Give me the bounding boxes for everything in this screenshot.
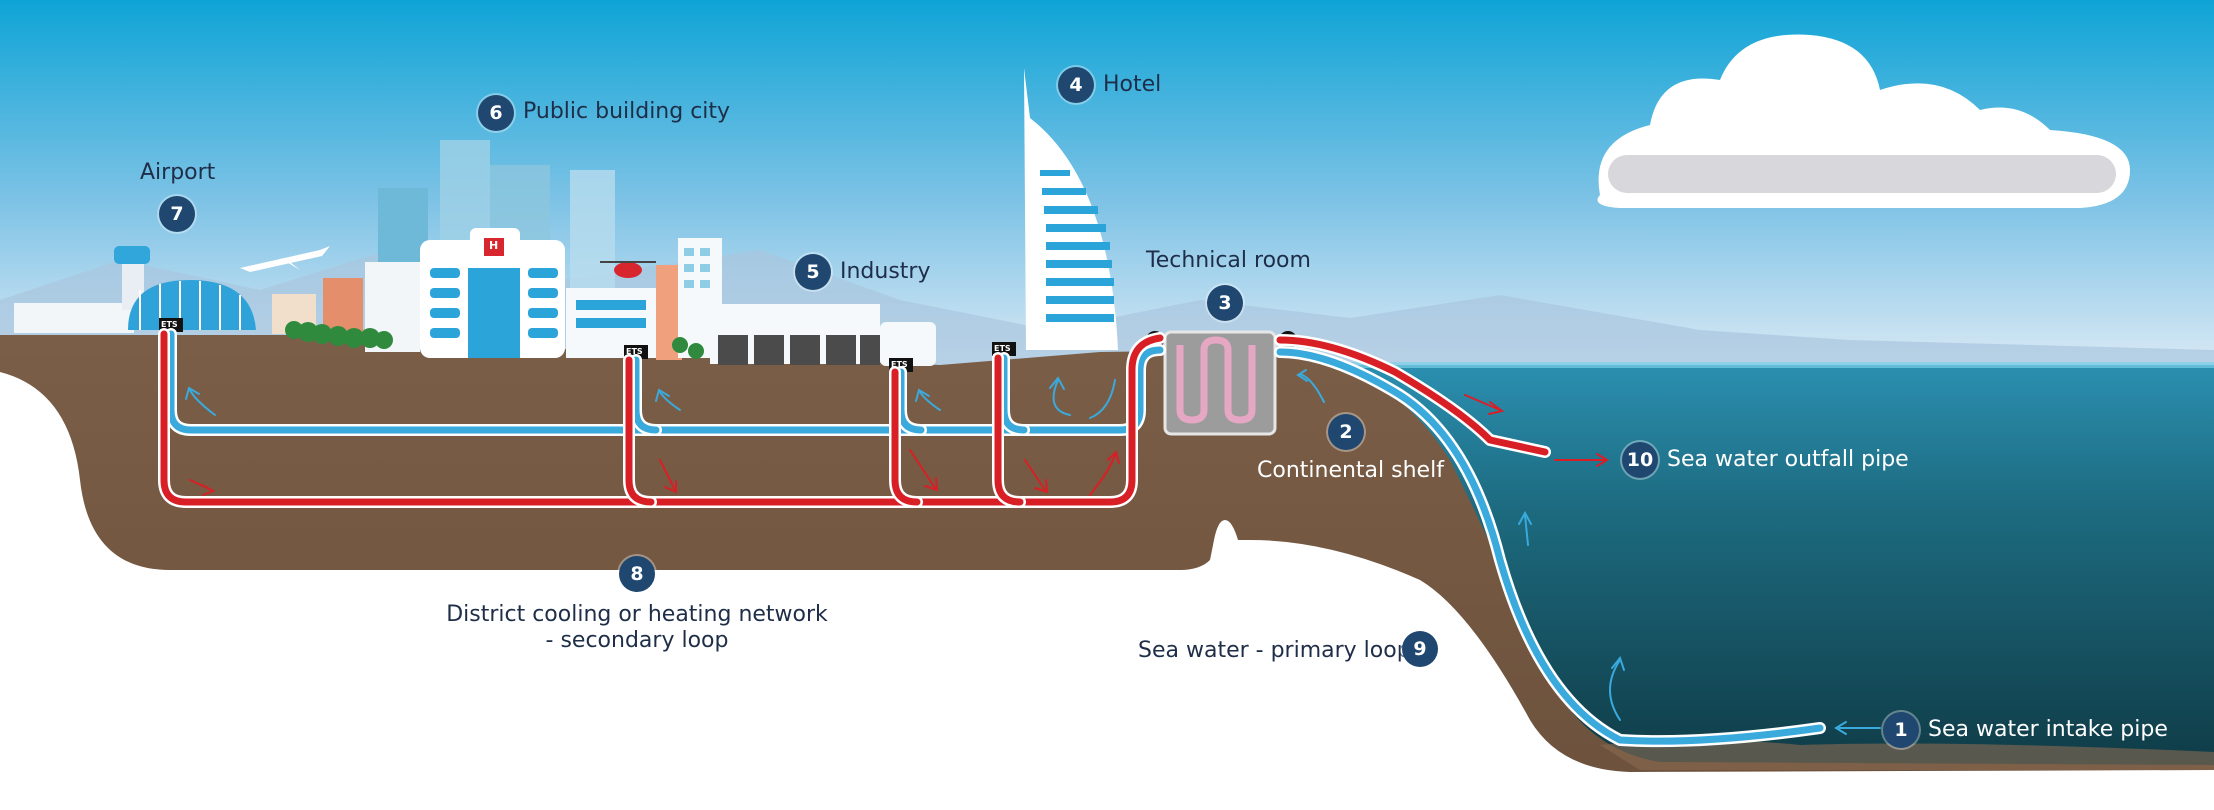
public-building-number-badge: 6 [478, 95, 514, 131]
hotel-number-badge: 4 [1058, 67, 1094, 103]
network-number-badge: 8 [619, 556, 655, 592]
intake-number-badge: 1 [1883, 712, 1919, 748]
ets-tag-3: ETS [891, 360, 908, 369]
industry-label: Industry [840, 259, 931, 284]
technical-room [1146, 330, 1297, 436]
hot-pipe-network [158, 328, 1166, 508]
hotel-label: Hotel [1103, 72, 1162, 97]
ground [0, 335, 2214, 772]
flow-arrows [185, 369, 1881, 735]
sea-surface [1330, 362, 2214, 368]
technical-room-number-badge: 3 [1207, 285, 1243, 321]
network-label: District cooling or heating network - se… [437, 602, 837, 655]
continental-shelf-number-badge: 2 [1328, 414, 1364, 450]
public-building-label: Public building city [523, 99, 731, 124]
airport-number-badge: 7 [159, 196, 195, 232]
cloud [1597, 34, 2130, 208]
hospital-sign: H [489, 239, 499, 252]
ets-tag-1: ETS [161, 320, 178, 329]
intake-label: Sea water intake pipe [1928, 717, 2168, 742]
ets-tag-4: ETS [994, 344, 1011, 353]
primary-loop-label: Sea water - primary loop [1138, 638, 1411, 663]
industry-number-badge: 5 [795, 254, 831, 290]
ets-tag-2: ETS [626, 347, 643, 356]
network-label-line2: - secondary loop [545, 628, 729, 654]
seabed [1600, 740, 2214, 770]
primary-sea-loop [1274, 334, 1826, 748]
outfall-label: Sea water outfall pipe [1667, 447, 1909, 472]
city-skyline [14, 68, 1118, 366]
airport-label: Airport [140, 160, 216, 185]
technical-room-label: Technical room [1146, 248, 1311, 273]
network-label-line1: District cooling or heating network [446, 602, 828, 627]
continental-shelf-label: Continental shelf [1257, 458, 1444, 483]
primary-loop-number-badge: 9 [1402, 631, 1438, 667]
outfall-number-badge: 10 [1622, 442, 1658, 478]
